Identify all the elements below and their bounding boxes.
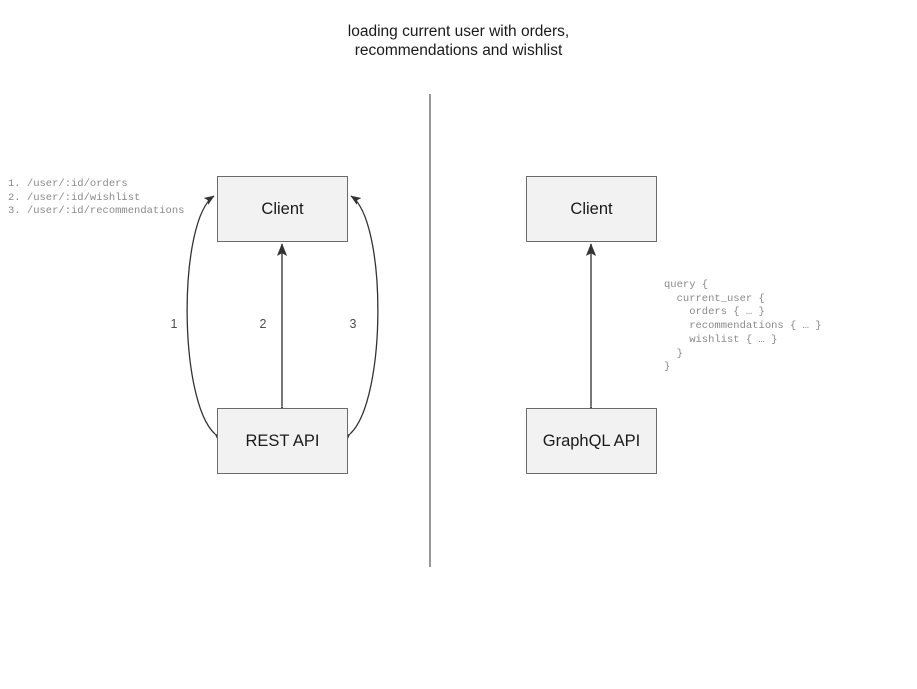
node-rest-api-label: REST API xyxy=(245,431,320,450)
graphql-query-block: query { current_user { orders { … } reco… xyxy=(664,279,822,374)
edge-label-2: 2 xyxy=(259,317,267,331)
node-rest-client[interactable]: Client xyxy=(217,176,348,242)
node-graphql-api-label: GraphQL API xyxy=(542,431,641,450)
rest-endpoints-list: 1. /user/:id/orders 2. /user/:id/wishlis… xyxy=(8,178,185,218)
edge-rest-3 xyxy=(340,195,379,444)
edge-rest-1 xyxy=(186,195,225,444)
page-title: loading current user with orders, recomm… xyxy=(347,23,570,59)
node-graphql-api[interactable]: GraphQL API xyxy=(526,408,657,474)
edge-label-3: 3 xyxy=(349,317,357,331)
node-rest-api[interactable]: REST API xyxy=(217,408,348,474)
edge-label-1: 1 xyxy=(170,317,178,331)
node-rest-client-label: Client xyxy=(261,199,304,218)
node-graphql-client-label: Client xyxy=(570,199,613,218)
node-graphql-client[interactable]: Client xyxy=(526,176,657,242)
